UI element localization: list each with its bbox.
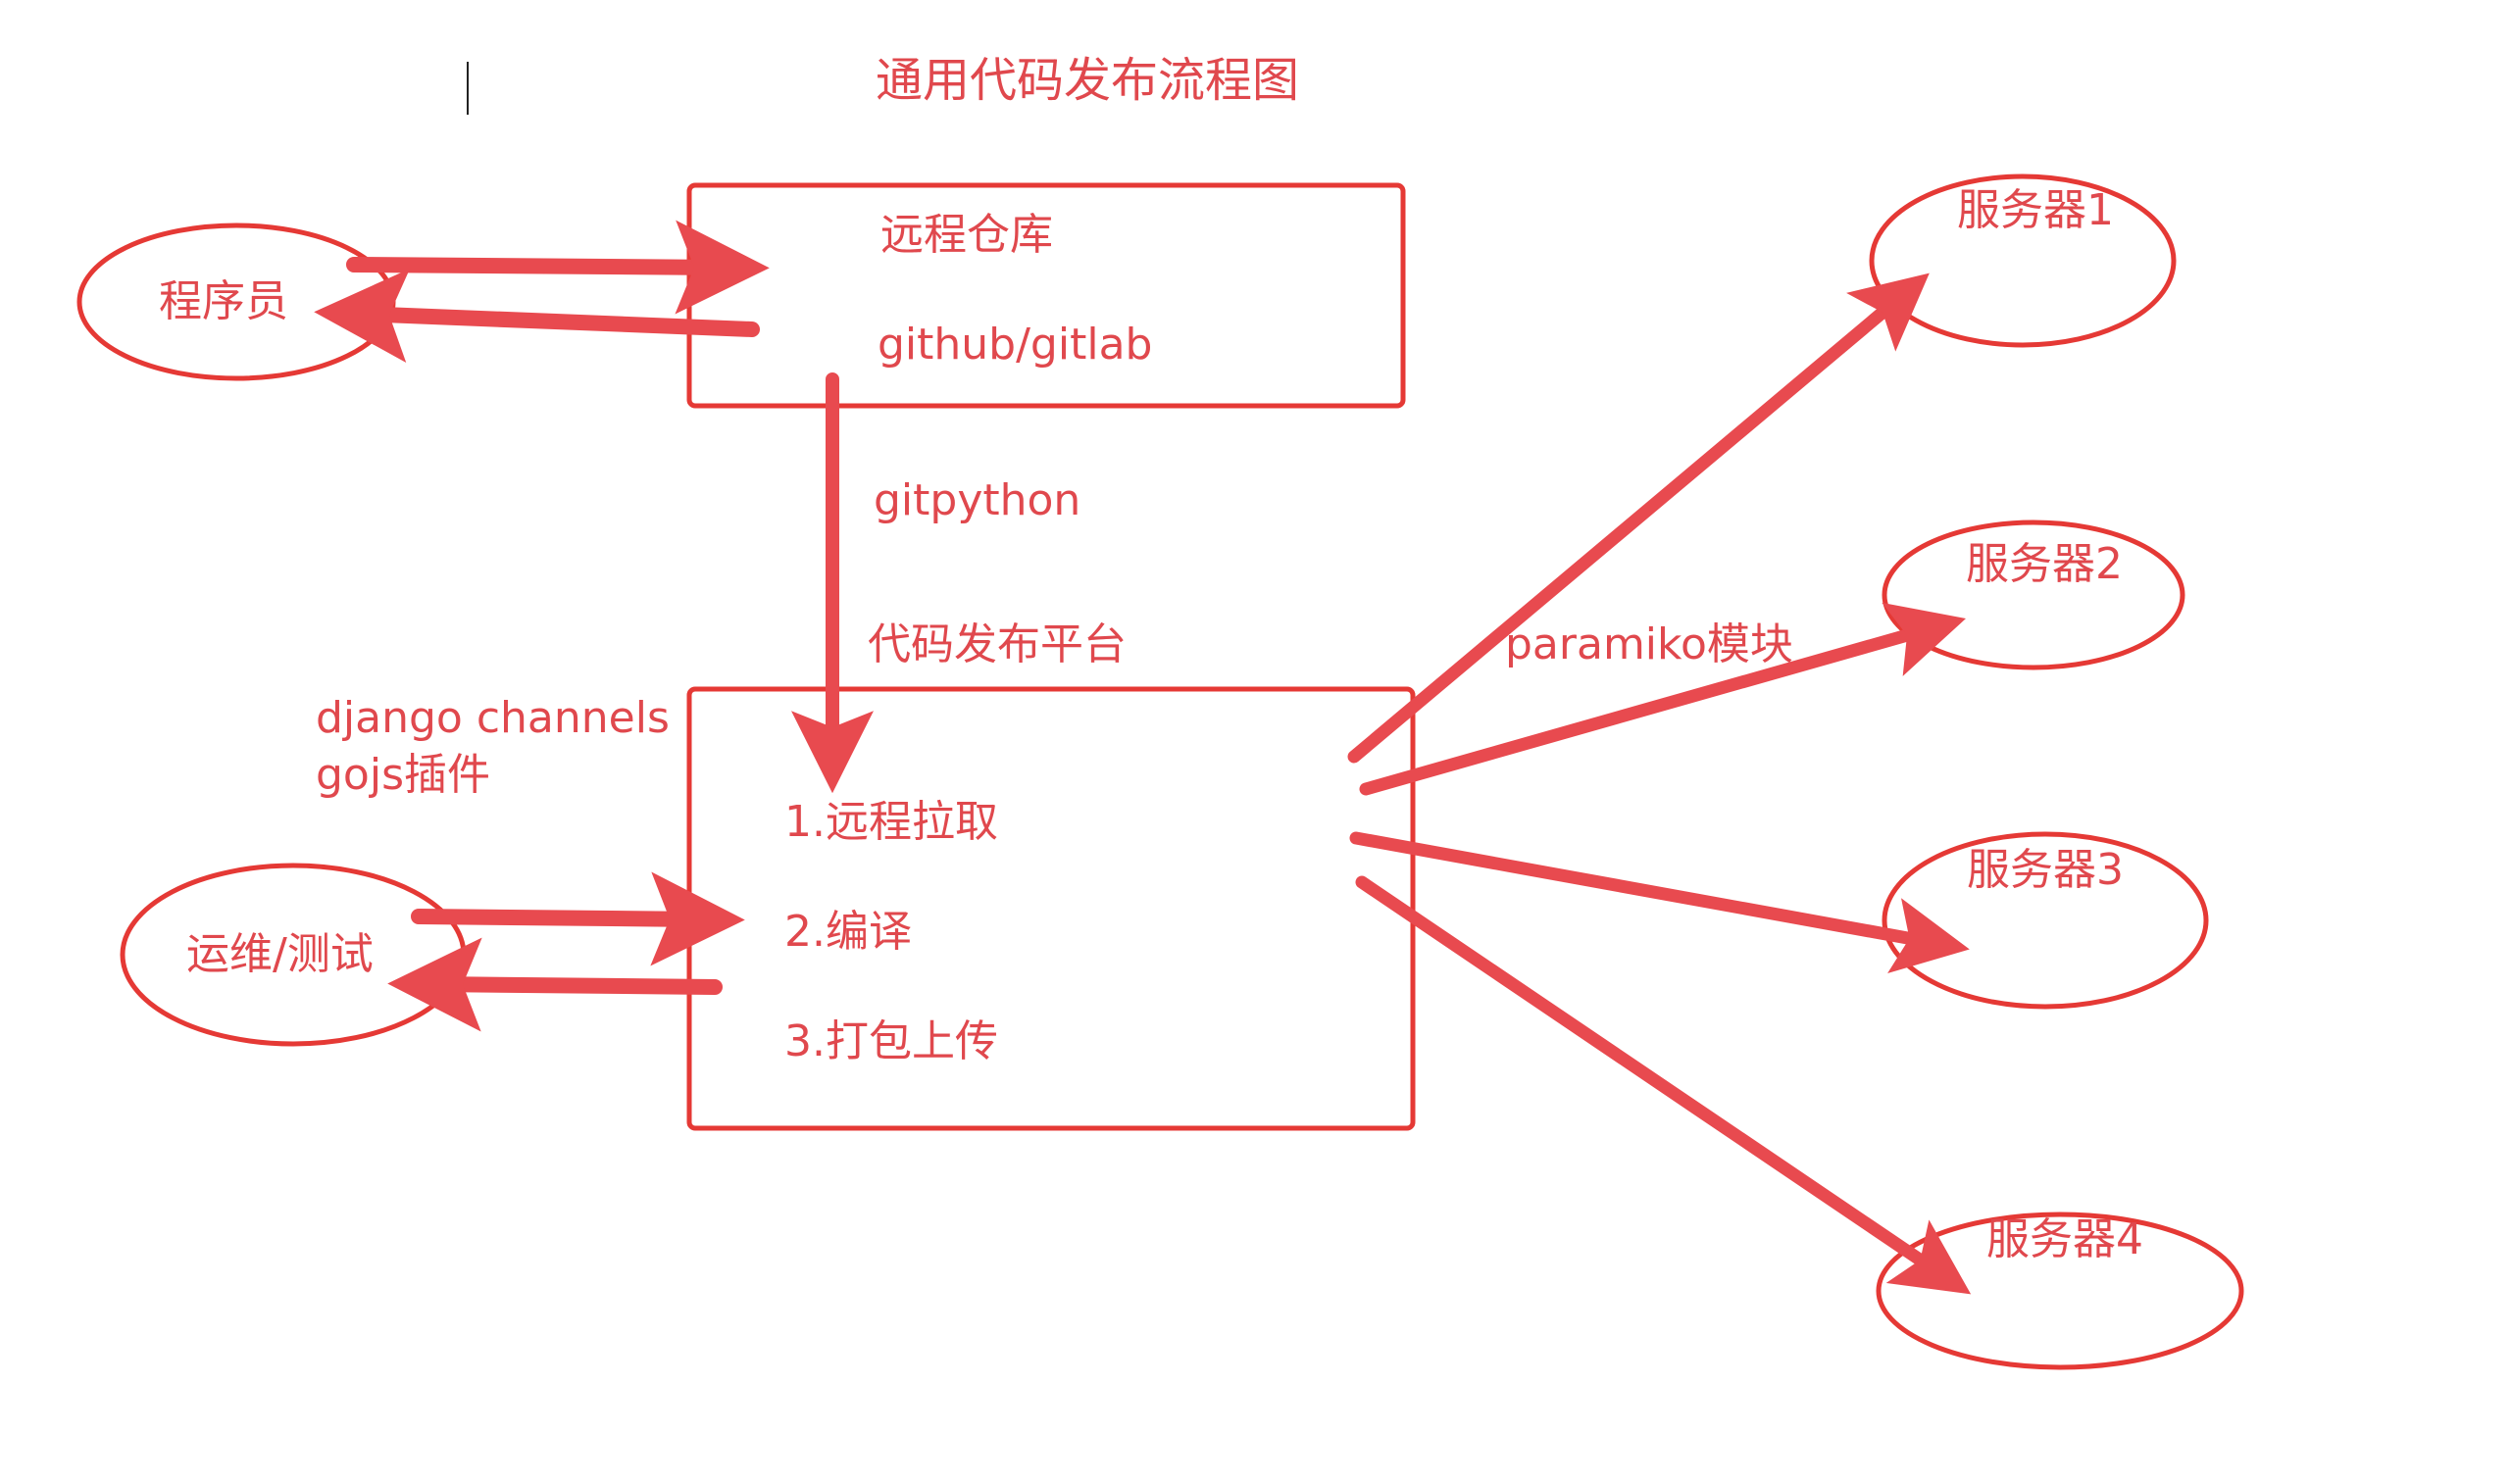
- diagram-title: 通用代码发布流程图: [876, 53, 1300, 108]
- gitpython-label: gitpython: [874, 475, 1081, 525]
- ops-label: 运维/测试: [186, 929, 374, 979]
- server3-ellipse: [1882, 831, 2209, 1010]
- arrow-platform-to-server3: [1349, 831, 1970, 973]
- arrow-repo-to-programmer: [314, 269, 760, 363]
- server2-ellipse: [1882, 519, 2185, 670]
- server1-ellipse: [1869, 173, 2177, 348]
- arrow-ops-to-platform: [411, 871, 745, 966]
- repo-sublabel: github/gitlab: [878, 320, 1153, 370]
- server3-label: 服务器3: [1967, 845, 2124, 895]
- repo-label: 远程仓库: [880, 210, 1053, 260]
- arrow-platform-to-server1: [1347, 272, 1930, 764]
- platform-step-2: 2.编译: [784, 907, 912, 957]
- server1-label: 服务器1: [1957, 185, 2114, 235]
- arrow-programmer-to-repo: [346, 220, 770, 315]
- programmer-label: 程序员: [159, 276, 288, 326]
- django-channels-label: django channels: [316, 693, 670, 743]
- platform-caption: 代码发布平台: [868, 619, 1127, 669]
- paramiko-label: paramiko模块: [1505, 619, 1793, 669]
- arrow-platform-to-server2: [1359, 602, 1967, 796]
- platform-step-1: 1.远程拉取: [784, 797, 998, 847]
- gojs-plugin-label: gojs插件: [316, 750, 490, 800]
- server4-ellipse: [1876, 1212, 2244, 1370]
- server2-label: 服务器2: [1966, 539, 2123, 589]
- arrow-platform-to-ops: [387, 937, 723, 1032]
- platform-step-3: 3.打包上传: [784, 1016, 998, 1066]
- server4-label: 服务器4: [1986, 1214, 2143, 1264]
- text-cursor: [467, 62, 469, 115]
- arrow-platform-to-server4: [1355, 875, 1972, 1295]
